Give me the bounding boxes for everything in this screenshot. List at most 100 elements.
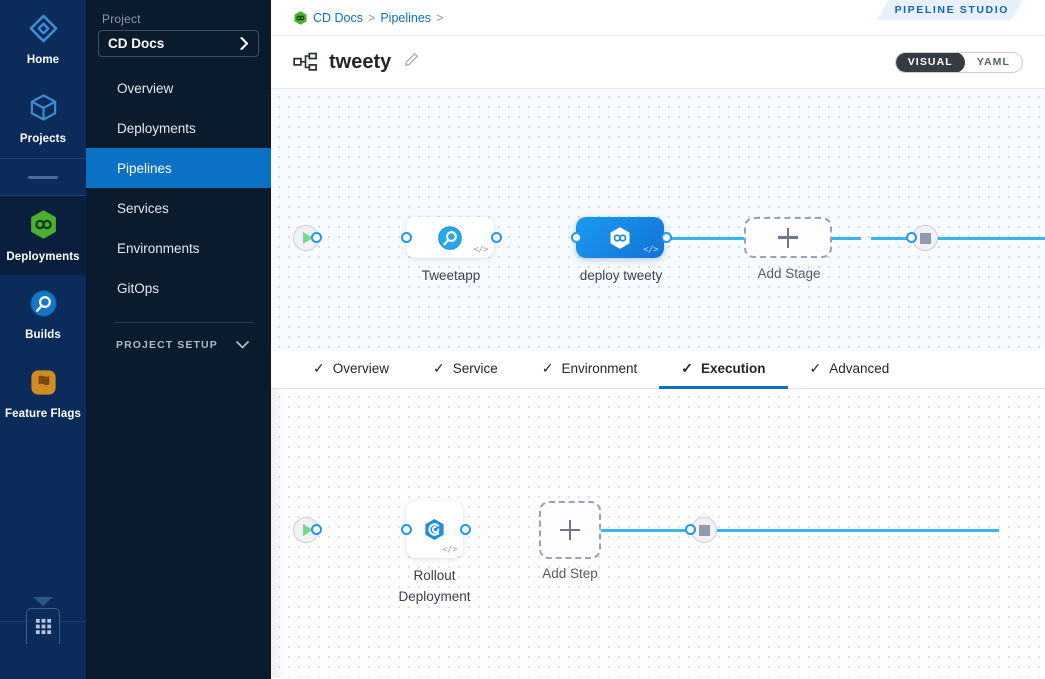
- sidebar-project-setup-label: PROJECT SETUP: [116, 339, 218, 351]
- sidebar-item-pipelines[interactable]: Pipelines: [86, 148, 271, 188]
- plus-icon-vertical: [568, 520, 572, 540]
- stage-config-tabs: ✓ Overview ✓ Service ✓ Environment ✓ Exe…: [271, 350, 1045, 389]
- view-mode-visual[interactable]: VISUAL: [895, 52, 965, 72]
- pipeline-title-bar: tweety VISUAL YAML: [271, 36, 1045, 89]
- check-icon: ✓: [809, 360, 822, 376]
- deploy-input-port[interactable]: [571, 232, 582, 243]
- tweetapp-input-port[interactable]: [401, 232, 412, 243]
- edge-rollout-to-addstep: [683, 529, 833, 532]
- step-code-tag: </>: [442, 545, 457, 555]
- sidebar-item-gitops[interactable]: GitOps: [86, 268, 271, 308]
- view-mode-yaml[interactable]: YAML: [976, 56, 1010, 68]
- module-item-deployments[interactable]: Deployments: [0, 196, 86, 275]
- view-mode-toggle[interactable]: VISUAL YAML: [894, 51, 1023, 73]
- grid-apps-button[interactable]: [26, 608, 60, 644]
- execution-end-node[interactable]: [691, 517, 717, 543]
- stop-icon: [698, 524, 710, 536]
- build-stage-icon: [438, 225, 462, 250]
- home-diamond-icon: [28, 13, 59, 49]
- tab-overview[interactable]: ✓ Overview: [291, 350, 411, 389]
- edge-exec-start-to-rollout: [595, 529, 691, 532]
- module-item-home[interactable]: Home: [0, 0, 86, 79]
- project-nav-list: Overview Deployments Pipelines Services …: [86, 68, 271, 308]
- tab-label: Environment: [561, 360, 638, 376]
- execution-graph-canvas[interactable]: </> Rollout Deployment Add Step: [271, 389, 1045, 677]
- cube-icon: [28, 92, 59, 128]
- sidebar-item-label: Overview: [117, 80, 174, 96]
- breadcrumb-separator: >: [436, 10, 444, 25]
- add-stage-label: Add Stage: [757, 266, 821, 281]
- play-icon: [302, 524, 313, 536]
- check-icon: ✓: [313, 360, 325, 376]
- add-step-button[interactable]: [539, 501, 601, 559]
- sidebar-item-label: Deployments: [117, 120, 196, 136]
- step-node-rollout-deployment[interactable]: </>: [406, 501, 463, 558]
- check-icon: ✓: [433, 360, 445, 376]
- module-item-projects[interactable]: Projects: [0, 79, 86, 158]
- step-label-line1: Rollout: [413, 568, 456, 583]
- module-rail: Home Projects: [0, 0, 86, 679]
- exec-end-input-port[interactable]: [685, 524, 696, 535]
- start-output-port[interactable]: [311, 232, 322, 243]
- rollout-output-port[interactable]: [460, 524, 471, 535]
- chevron-down-icon: [33, 597, 53, 606]
- rail-divider-bar: [28, 175, 58, 179]
- sidebar-item-label: Environments: [117, 240, 200, 256]
- stage-node-deploy-tweety[interactable]: </>: [576, 217, 664, 258]
- module-item-feature-flags[interactable]: Feature Flags: [0, 354, 86, 433]
- module-item-label: Builds: [25, 328, 61, 341]
- rail-spacer: [0, 433, 86, 581]
- sidebar-item-overview[interactable]: Overview: [86, 68, 271, 108]
- check-icon: ✓: [541, 360, 554, 376]
- stage-code-tag: </>: [473, 245, 488, 255]
- edge-addstep-to-exec-end: [819, 529, 999, 532]
- rollout-input-port[interactable]: [401, 524, 412, 535]
- harness-hexagon-icon: [294, 10, 307, 25]
- tab-label: Overview: [332, 360, 389, 376]
- project-section-label: Project: [102, 12, 141, 26]
- sidebar-item-services[interactable]: Services: [86, 188, 271, 228]
- breadcrumb-link-cd-docs[interactable]: CD Docs: [313, 10, 364, 25]
- project-selector[interactable]: CD Docs: [98, 30, 259, 57]
- sidebar-item-deployments[interactable]: Deployments: [86, 108, 271, 148]
- stage-node-tweetapp[interactable]: </>: [406, 217, 494, 258]
- deploy-output-port[interactable]: [661, 232, 672, 243]
- main-content: CD Docs > Pipelines > PIPELINE STUDIO tw…: [271, 0, 1045, 679]
- tweetapp-output-port[interactable]: [491, 232, 502, 243]
- sidebar-project-setup[interactable]: PROJECT SETUP: [86, 323, 271, 367]
- module-item-label: Projects: [19, 132, 67, 145]
- tab-service[interactable]: ✓ Service: [411, 350, 520, 389]
- sidebar-item-label: Pipelines: [117, 160, 172, 176]
- sidebar-item-environments[interactable]: Environments: [86, 228, 271, 268]
- edge-deploy-to-addstage: [871, 237, 1045, 240]
- project-sidebar: Project CD Docs Overview Deployments Pip…: [86, 0, 271, 679]
- tab-advanced[interactable]: ✓ Advanced: [788, 350, 912, 389]
- rail-divider: [0, 158, 86, 196]
- plus-icon-vertical: [786, 227, 790, 248]
- feature-flags-icon: [28, 367, 59, 403]
- breadcrumb-separator: >: [368, 10, 376, 25]
- add-step-label: Add Step: [542, 566, 598, 581]
- stage-graph-canvas[interactable]: </> Tweetapp </> deploy tweety: [271, 89, 1045, 350]
- tab-label: Execution: [701, 360, 766, 376]
- step-label-line2: Deployment: [398, 589, 471, 604]
- exec-start-output-port[interactable]: [311, 524, 322, 535]
- pipeline-studio-badge: PIPELINE STUDIO: [877, 0, 1023, 20]
- tab-execution[interactable]: ✓ Execution: [659, 350, 788, 389]
- builds-circle-icon: [28, 288, 59, 324]
- breadcrumb-link-pipelines[interactable]: Pipelines: [380, 10, 432, 25]
- pencil-edit-icon[interactable]: [403, 51, 420, 73]
- module-item-label: Feature Flags: [4, 407, 82, 420]
- page-title: tweety: [329, 50, 392, 73]
- rollout-deployment-icon: [425, 519, 444, 540]
- end-input-port[interactable]: [906, 232, 917, 243]
- tab-label: Service: [452, 360, 498, 376]
- tab-environment[interactable]: ✓ Environment: [520, 350, 660, 389]
- rail-expand-chevron[interactable]: [0, 581, 86, 621]
- grid-apps-icon: [35, 618, 51, 635]
- stage-code-tag: </>: [643, 245, 658, 255]
- add-stage-button[interactable]: [744, 217, 832, 258]
- module-item-label: Deployments: [6, 250, 80, 263]
- module-item-builds[interactable]: Builds: [0, 275, 86, 354]
- edge-addstage-to-end: [1019, 237, 1045, 240]
